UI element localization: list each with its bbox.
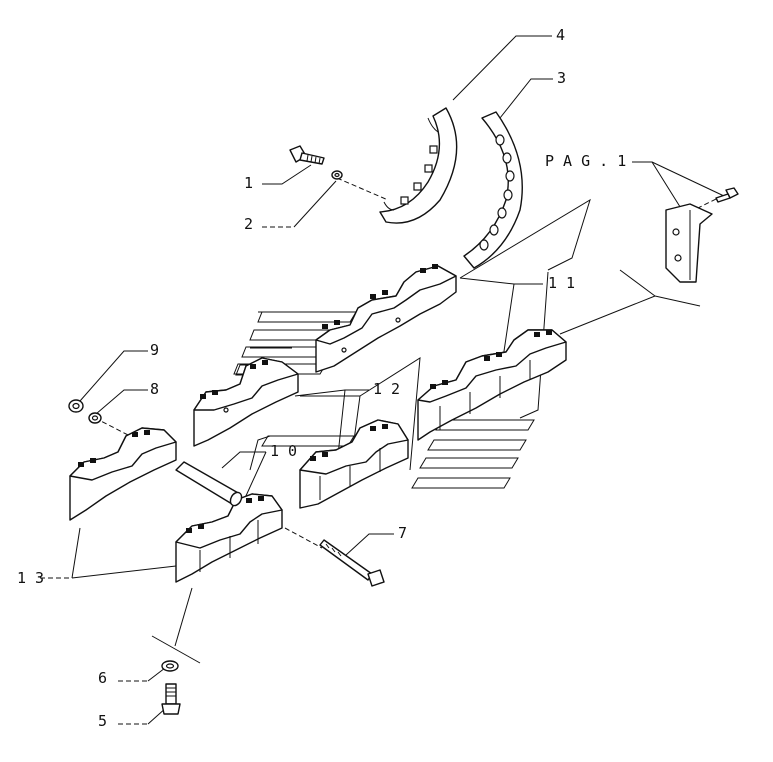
rail-upper-center [315,264,457,373]
callout-label-11: 1 1 [548,274,575,292]
part-3-perforated-strip [463,111,523,269]
part-7-long-bolt [319,539,385,587]
callout-label-6: 6 [98,669,107,687]
callout-label-5: 5 [98,712,107,730]
part-10-pin [175,461,243,507]
callout-label-13: 1 3 [17,569,44,587]
callout-label-4: 4 [556,26,565,44]
rail-bottom [175,493,283,583]
rail-right [417,329,567,441]
pag1-bracket [665,187,739,283]
part-2-washer [331,170,343,180]
callout-label-1: 1 [244,174,253,192]
callout-label-8: 8 [150,380,159,398]
part-9-nut [68,399,84,413]
callout-label-7: 7 [398,524,407,542]
part-6-washer [161,660,179,672]
assembly-axes [94,177,725,549]
part-1-bolt [289,145,325,165]
part-5-bolt [161,683,181,715]
callout-label-12: 1 2 [373,380,400,398]
callout-label-3: 3 [557,69,566,87]
rail-mid-left [193,357,299,447]
callout-label-9: 9 [150,341,159,359]
callout-label-10: 1 0 [270,442,297,460]
part-4-curved-guard [379,107,458,224]
leader-lines [40,35,725,725]
rail-center [299,419,409,509]
ghost-outline-strips [233,198,591,489]
part-8-washer [88,412,102,424]
callout-label-2: 2 [244,215,253,233]
callout-label-pag: P A G . 1 [545,152,626,170]
rail-lower-left [69,427,177,521]
